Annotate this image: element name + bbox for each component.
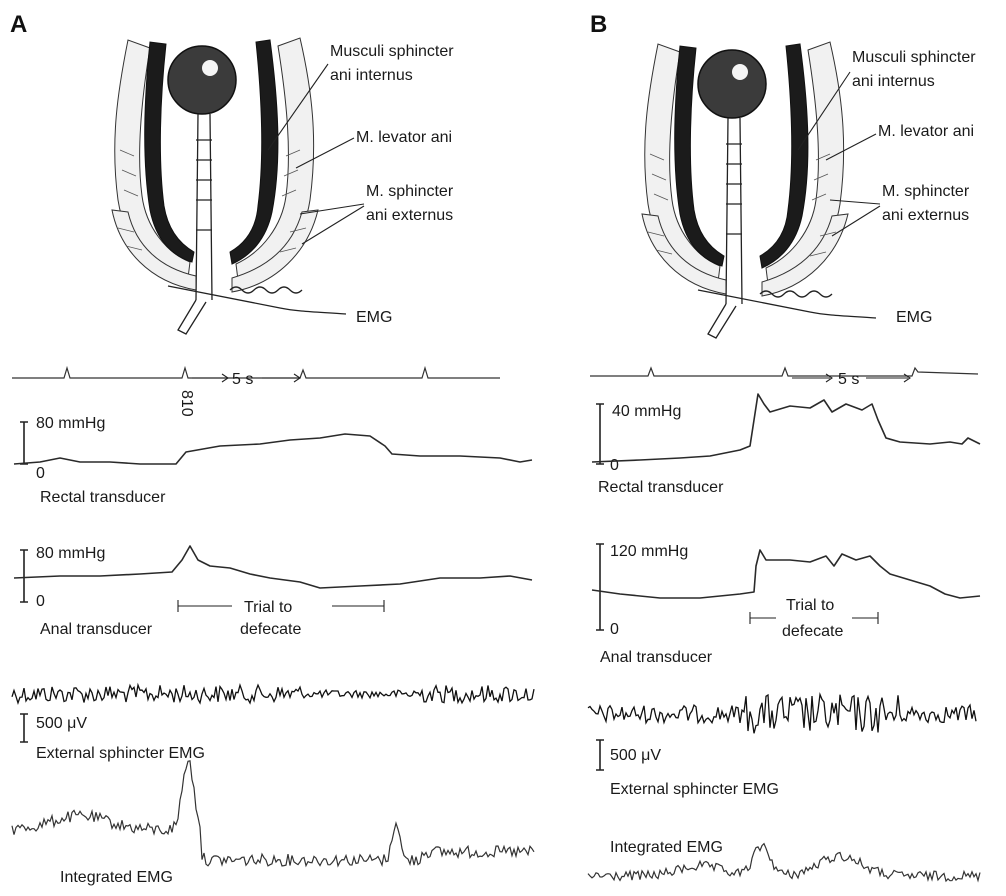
label-external-sphincter-b-line1: M. sphincter	[882, 183, 970, 200]
anatomy-illustration-a	[111, 37, 347, 335]
external-emg-label-a: External sphincter EMG	[36, 745, 205, 762]
left-internal-sphincter-a	[144, 41, 195, 263]
rectal-trace-a	[13, 433, 533, 465]
panel-a-letter: A	[10, 11, 27, 38]
timer-mark-number-a: 810	[178, 390, 195, 417]
anal-trace-b	[591, 549, 981, 599]
left-wall-muscle-a	[114, 39, 191, 279]
anal-zero-a: 0	[36, 593, 45, 610]
rectal-trace-b	[591, 393, 981, 463]
rectal-zero-a: 0	[36, 465, 45, 482]
external-emg-trace-b	[587, 691, 977, 734]
emg-scale-b: 500 μV	[610, 747, 661, 764]
timer-interval-a: 5 s	[232, 371, 253, 388]
emg-scale-bar-b	[596, 739, 604, 771]
balloon-b	[697, 49, 767, 119]
anal-scale-a: 80 mmHg	[36, 545, 105, 562]
external-emg-label-b: External sphincter EMG	[610, 781, 779, 798]
label-emg-b: EMG	[896, 309, 932, 326]
trial-bracket-b	[749, 612, 879, 624]
anal-label-b: Anal transducer	[600, 649, 713, 666]
anal-trace-a	[13, 545, 533, 589]
label-internal-sphincter-a-line1: Musculi sphincter	[330, 43, 454, 60]
rectal-zero-b: 0	[610, 457, 619, 474]
timer-trace-a	[12, 365, 500, 379]
anal-scale-bar-a	[20, 549, 28, 603]
label-internal-sphincter-a-line2: ani internus	[330, 67, 413, 84]
trial-bracket-a	[177, 600, 385, 612]
label-external-sphincter-a-line1: M. sphincter	[366, 183, 454, 200]
label-emg-a: EMG	[356, 309, 392, 326]
label-levator-b: M. levator ani	[878, 123, 974, 140]
emg-wire-a	[167, 285, 347, 315]
catheter-a	[195, 113, 213, 301]
panel-b: B Musculi sphincter ani internus M. leva…	[587, 11, 981, 883]
panel-a: A Musculi sphincter ani internus M. leva…	[10, 11, 535, 886]
anal-zero-b: 0	[610, 621, 619, 638]
right-internal-sphincter-a	[229, 39, 279, 265]
emg-scale-bar-a	[20, 713, 28, 743]
balloon-a	[167, 45, 237, 115]
integrated-emg-label-b: Integrated EMG	[610, 839, 723, 856]
label-levator-a: M. levator ani	[356, 129, 452, 146]
integrated-emg-label-a: Integrated EMG	[60, 869, 173, 886]
rectal-scale-b: 40 mmHg	[612, 403, 681, 420]
label-external-sphincter-b-line2: ani externus	[882, 207, 969, 224]
timer-trace-b	[590, 366, 979, 377]
rectal-scale-a: 80 mmHg	[36, 415, 105, 432]
trial-line2-b: defecate	[782, 623, 843, 640]
anal-label-a: Anal transducer	[40, 621, 153, 638]
rectal-scale-bar-a	[20, 421, 28, 465]
trial-line1-a: Trial to	[244, 599, 292, 616]
anal-scale-bar-b	[596, 543, 604, 631]
trial-line2-a: defecate	[240, 621, 301, 638]
anal-scale-b: 120 mmHg	[610, 543, 688, 560]
external-emg-trace-a	[11, 682, 535, 705]
integrated-emg-trace-a	[11, 760, 535, 868]
panel-b-letter: B	[590, 11, 607, 38]
rectal-label-b: Rectal transducer	[598, 479, 724, 496]
timer-interval-b: 5 s	[838, 371, 859, 388]
integrated-emg-trace-b	[587, 842, 981, 883]
rectal-label-a: Rectal transducer	[40, 489, 166, 506]
label-internal-sphincter-b-line1: Musculi sphincter	[852, 49, 976, 66]
label-internal-sphincter-b-line2: ani internus	[852, 73, 935, 90]
anatomy-illustration-b	[641, 41, 877, 339]
emg-scale-a: 500 μV	[36, 715, 87, 732]
rectal-scale-bar-b	[596, 403, 604, 465]
trial-line1-b: Trial to	[786, 597, 834, 614]
label-external-sphincter-a-line2: ani externus	[366, 207, 453, 224]
